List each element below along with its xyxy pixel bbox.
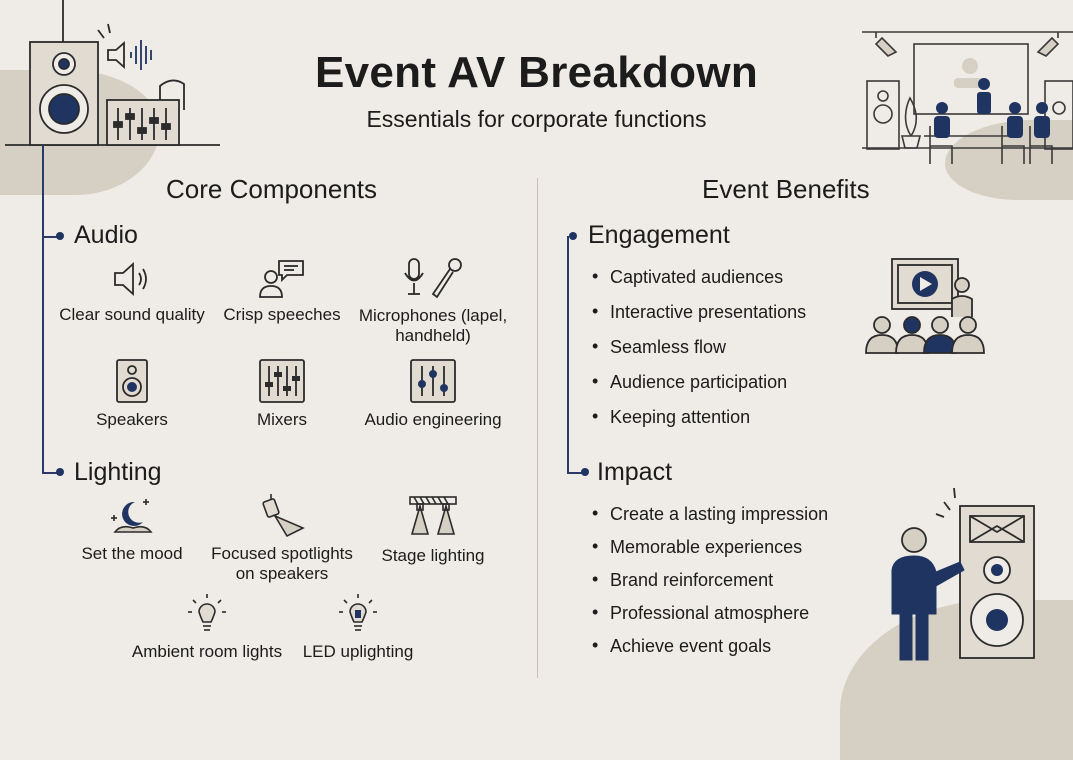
audio-heading: Audio <box>74 221 138 249</box>
audio-item-audio-engineering: Audio engineering <box>353 358 513 430</box>
lighting-item-spotlights: Focused spotlights on speakers <box>202 492 362 584</box>
list-item: Seamless flow <box>590 336 806 372</box>
tile-label: Clear sound quality <box>59 305 205 324</box>
moon-stars-icon <box>111 499 153 533</box>
bulb-icon <box>188 594 226 631</box>
benefits-timeline-line <box>567 236 569 473</box>
core-timeline-line <box>42 145 44 473</box>
lighting-heading: Lighting <box>74 458 162 486</box>
lighting-item-led-uplighting: LED uplighting <box>278 592 438 662</box>
lighting-item-stage-lighting: Stage lighting <box>353 494 513 566</box>
tile-label: Audio engineering <box>364 410 502 429</box>
tile-label: Mixers <box>256 410 308 429</box>
impact-heading: Impact <box>597 458 673 486</box>
tile-label: Speakers <box>96 410 168 429</box>
tile-label: Set the mood <box>81 544 183 563</box>
list-item: Keeping attention <box>590 406 806 442</box>
list-item: Audience participation <box>590 371 806 407</box>
audio-engineering-icon <box>410 359 456 403</box>
list-item: Achieve event goals <box>590 635 828 669</box>
list-item: Interactive presentations <box>590 301 806 337</box>
speaker-icon <box>116 359 148 403</box>
column-divider <box>537 178 538 678</box>
engagement-bullet-dot <box>569 232 577 240</box>
microphone-icon <box>404 258 462 299</box>
impact-bullet-dot <box>581 468 589 476</box>
mixer-icon <box>259 359 305 403</box>
impact-list: Create a lasting impression Memorable ex… <box>590 503 828 669</box>
lighting-item-ambient-lights: Ambient room lights <box>127 592 287 662</box>
stage-lighting-icon <box>409 496 457 535</box>
audio-item-speakers: Speakers <box>52 358 212 430</box>
list-item: Create a lasting impression <box>590 503 828 537</box>
presenter-display-illustration <box>891 487 1035 661</box>
led-bulb-icon <box>339 594 377 631</box>
tile-label: Crisp speeches <box>223 305 341 324</box>
audio-item-clear-sound: Clear sound quality <box>52 259 212 325</box>
page-subtitle: Essentials for corporate functions <box>366 106 707 132</box>
page-title: Event AV Breakdown <box>314 48 759 97</box>
tile-label: Stage lighting <box>381 546 485 565</box>
audio-connector <box>42 236 60 238</box>
list-item: Brand reinforcement <box>590 569 828 603</box>
list-item: Professional atmosphere <box>590 602 828 636</box>
list-item: Memorable experiences <box>590 536 828 570</box>
tile-label: Microphones (lapel, handheld) <box>358 306 508 345</box>
audio-equipment-illustration <box>5 0 220 146</box>
tile-label: LED uplighting <box>302 642 414 661</box>
audience-presentation-illustration <box>865 258 985 354</box>
event-benefits-heading: Event Benefits <box>702 174 870 204</box>
lighting-bullet-dot <box>56 468 64 476</box>
audio-item-microphones: Microphones (lapel, handheld) <box>353 256 513 346</box>
speech-bubble-icon <box>259 260 304 298</box>
audio-item-mixers: Mixers <box>202 358 362 430</box>
audio-bullet-dot <box>56 232 64 240</box>
spotlight-icon <box>262 494 305 538</box>
tile-label: Focused spotlights on speakers <box>211 544 353 583</box>
engagement-list: Captivated audiences Interactive present… <box>590 266 806 442</box>
conference-room-illustration <box>862 31 1073 164</box>
engagement-heading: Engagement <box>588 221 730 249</box>
audio-item-crisp-speeches: Crisp speeches <box>202 259 362 325</box>
lighting-connector <box>42 472 60 474</box>
lighting-item-set-the-mood: Set the mood <box>52 496 212 564</box>
list-item: Captivated audiences <box>590 266 806 302</box>
tile-label: Ambient room lights <box>131 642 283 661</box>
core-components-heading: Core Components <box>166 174 377 204</box>
speaker-sound-icon <box>114 261 147 297</box>
impact-connector <box>567 472 585 474</box>
